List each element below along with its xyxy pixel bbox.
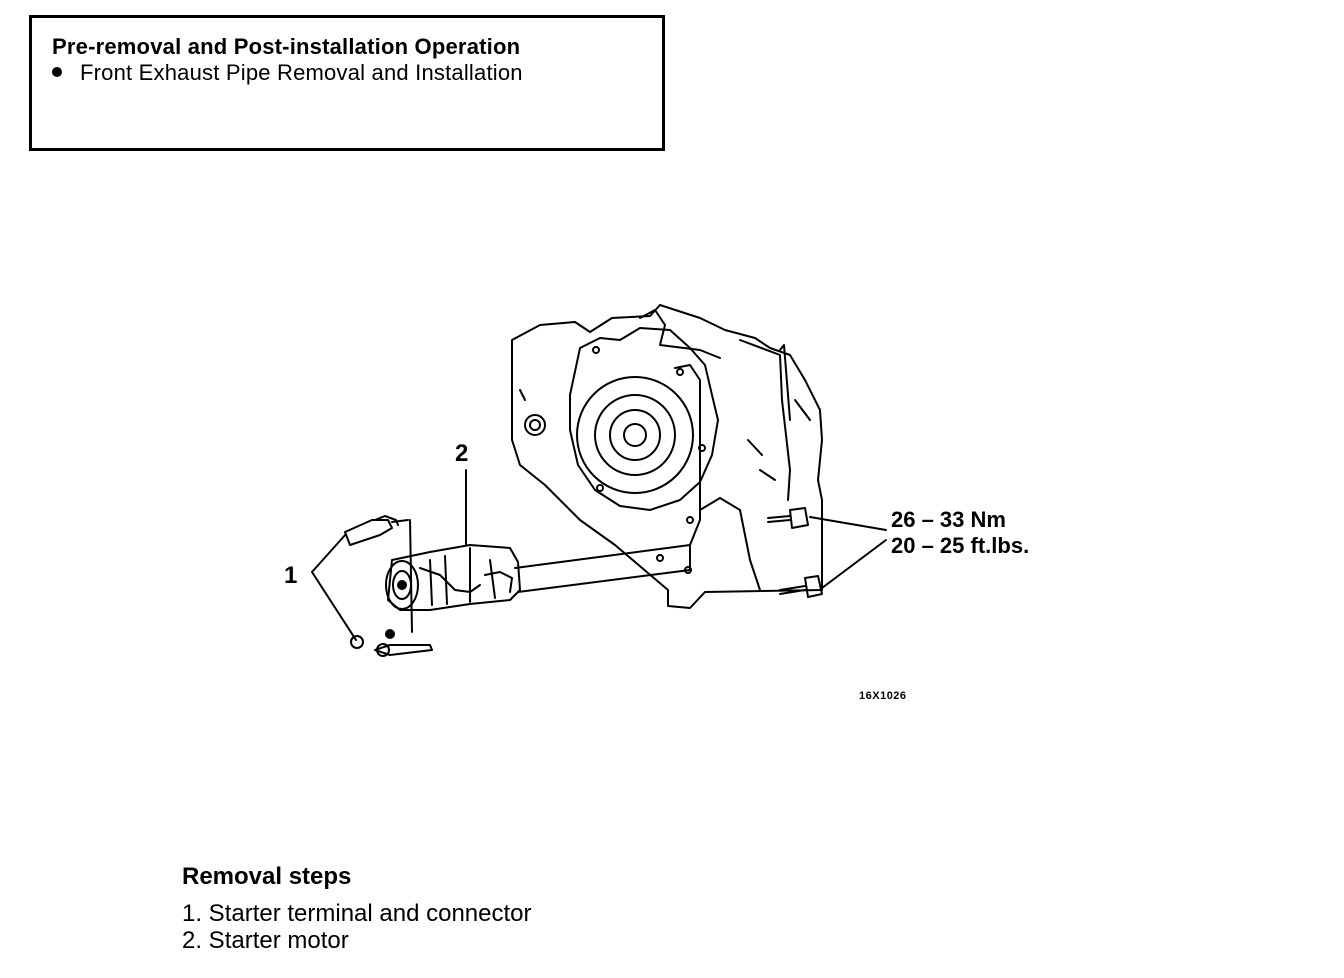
torque-imperial: 20 – 25 ft.lbs. [891,533,1030,558]
terminal-connector-illustration [344,515,433,657]
starter-motor-illustration [385,544,691,611]
bullet-icon [52,67,62,78]
removal-step: 2. Starter motor [182,927,349,954]
torque-spec: 26 – 33 Nm 20 – 25 ft.lbs. [891,507,1029,559]
removal-step: 1. Starter terminal and connector [182,900,532,927]
callout-1-label: 1 [284,562,298,589]
mounting-bolts-illustration [767,507,823,598]
torque-metric: 26 – 33 Nm [891,507,1006,532]
starter-motor-diagram [311,304,887,657]
figure-reference-id: 16X1026 [859,690,907,702]
callout-leader-lines [311,469,887,641]
callout-2-label: 2 [455,440,469,467]
removal-steps-list: 1. Starter terminal and connector 2. Sta… [182,900,532,954]
operation-item-text: Front Exhaust Pipe Removal and Installat… [80,60,523,85]
removal-steps-title: Removal steps [182,863,352,890]
pre-post-operation-box: Pre-removal and Post-installation Operat… [29,15,665,151]
transaxle-housing-illustration [511,304,823,609]
operation-box-title: Pre-removal and Post-installation Operat… [52,34,521,59]
operation-item: Front Exhaust Pipe Removal and Installat… [52,60,523,86]
